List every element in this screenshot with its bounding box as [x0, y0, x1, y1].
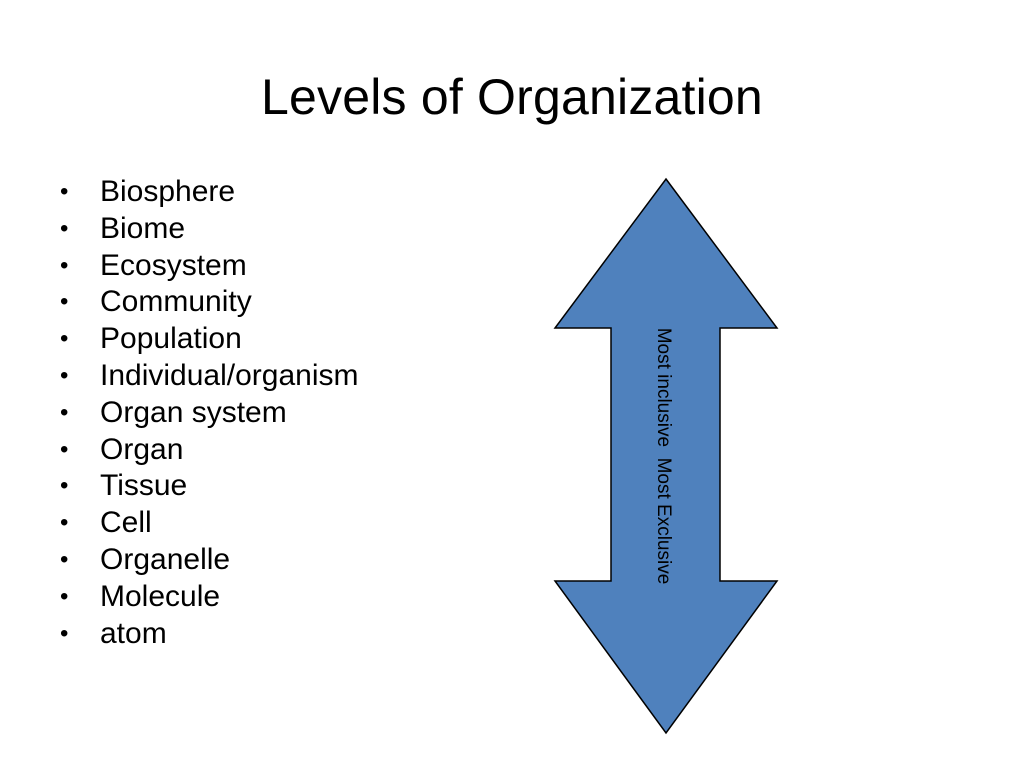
slide-title: Levels of Organization [261, 69, 763, 125]
bullet-icon: • [60, 251, 69, 279]
list-item-label: Ecosystem [100, 248, 247, 282]
bullet-icon: • [60, 214, 69, 242]
list-item-label: Cell [100, 506, 152, 540]
double-arrow [550, 176, 782, 738]
list-item: • Biosphere [60, 174, 358, 211]
list-item: • Cell [60, 505, 358, 542]
list-item: • Organelle [60, 542, 358, 579]
bullet-icon: • [60, 509, 69, 537]
list-item: • Organ system [60, 395, 358, 432]
up-down-arrow-icon [553, 177, 779, 735]
bullet-icon: • [60, 178, 69, 205]
bullet-icon: • [60, 472, 69, 500]
list-item: • Tissue [60, 468, 358, 505]
bullet-icon: • [60, 582, 69, 610]
list-item-label: Organ system [100, 395, 287, 429]
list-item-label: Population [100, 322, 242, 356]
list-item-label: Biosphere [100, 175, 236, 208]
levels-list: •Biosphere •Biome •Ecosystem •Community … [60, 174, 358, 652]
list-item: • Individual/organism [60, 358, 358, 395]
list-item-label: Organ [100, 432, 184, 466]
bullet-icon: • [60, 435, 69, 463]
list-item: • Population [60, 321, 358, 358]
list-item-label: atom [100, 616, 167, 650]
list-item-label: Community [100, 285, 252, 319]
bullet-icon: • [60, 325, 69, 353]
list-item: • Molecule [60, 579, 358, 616]
bullet-icon: • [60, 398, 69, 426]
list-item: • Ecosystem [60, 248, 358, 285]
bullet-icon: • [60, 288, 69, 316]
arrow-label: Most inclusive Most Exclusive [653, 327, 674, 585]
arrow-shape [553, 177, 779, 735]
bullet-icon: • [60, 361, 69, 389]
list-item-label: Molecule [100, 579, 221, 613]
list-item-label: Organelle [100, 542, 231, 576]
bullet-icon: • [60, 619, 69, 647]
list-item: • Organ [60, 432, 358, 469]
list-item-label: Biome [100, 211, 186, 245]
list-item: • Biome [60, 211, 358, 248]
list-item-label: Individual/organism [100, 358, 359, 392]
list-item: • atom [60, 616, 358, 653]
list-item-label: Tissue [100, 469, 188, 503]
list-item: • Community [60, 284, 358, 321]
bullet-icon: • [60, 545, 69, 573]
